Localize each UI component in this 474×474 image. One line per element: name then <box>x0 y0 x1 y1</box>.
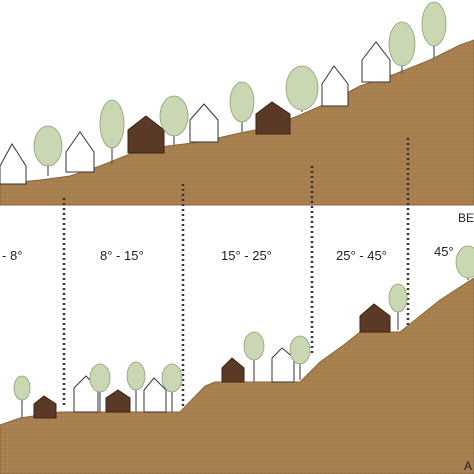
slope-label-4: 25° - 45° <box>336 248 387 263</box>
house-icon <box>0 143 27 185</box>
house-dark-icon <box>33 395 57 419</box>
house-dark-icon <box>359 303 391 333</box>
slope-label-1: 0° - 8° <box>0 248 22 263</box>
tree-icon <box>99 99 125 164</box>
band-dividers <box>62 138 410 408</box>
house-icon <box>189 103 219 143</box>
tree-icon <box>159 95 189 145</box>
slope-label-2: 8° - 15° <box>100 248 144 263</box>
house-dark-icon <box>221 357 245 383</box>
top-right-edge-label: BE <box>458 211 474 225</box>
bottom-right-edge-label: A <box>464 459 472 473</box>
tree-icon <box>388 21 416 74</box>
house-icon <box>143 377 167 413</box>
tree-icon <box>285 65 319 112</box>
tree-icon <box>126 361 146 412</box>
tree-icon <box>455 245 474 280</box>
top-section: BE <box>0 1 474 225</box>
tree-icon <box>289 335 311 380</box>
slope-label-5: 45° <box>434 244 454 259</box>
tree-icon <box>243 331 265 382</box>
tree-icon <box>89 363 111 412</box>
house-dark-icon <box>127 115 165 154</box>
house-icon <box>65 131 95 173</box>
slope-label-3: 15° - 25° <box>221 248 272 263</box>
house-dark-icon <box>105 389 131 413</box>
house-icon <box>361 41 391 83</box>
tree-icon <box>421 1 447 58</box>
tree-icon <box>13 375 31 418</box>
house-icon <box>321 65 349 107</box>
tree-icon <box>388 283 408 330</box>
top-terrain <box>0 39 474 206</box>
tree-icon <box>33 125 63 176</box>
bottom-section: A <box>0 245 474 474</box>
slope-labels: 0° - 8° 8° - 15° 15° - 25° 25° - 45° 45° <box>0 244 454 263</box>
house-dark-icon <box>255 101 291 135</box>
tree-icon <box>229 81 255 132</box>
tree-icon <box>161 363 183 412</box>
house-icon <box>271 347 295 383</box>
